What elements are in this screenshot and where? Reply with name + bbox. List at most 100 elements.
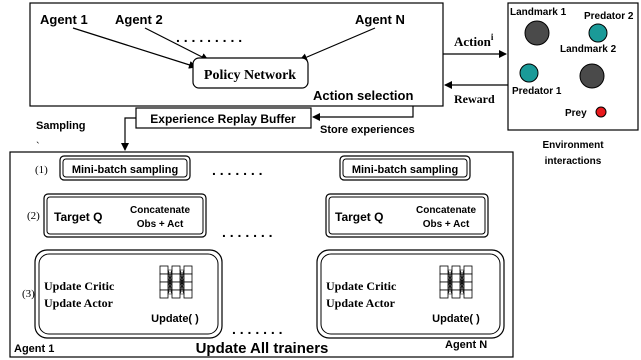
prey-label: Prey <box>565 108 587 119</box>
concat-left-line2: Obs + Act <box>137 219 184 230</box>
nn-edge <box>447 269 453 279</box>
nn-edge <box>447 269 453 295</box>
nn-edge <box>179 277 185 295</box>
nn-node <box>159 273 169 283</box>
nn-node <box>159 281 169 291</box>
target-q-box-right-inner <box>328 196 486 235</box>
step-3-marker: (3) <box>22 288 35 300</box>
nn-node <box>463 289 473 299</box>
landmark-2-label: Landmark 2 <box>560 44 617 55</box>
nn-edge <box>459 285 465 295</box>
nn-edge <box>459 269 465 295</box>
nn-node <box>439 281 449 291</box>
reward-label: Reward <box>454 92 495 106</box>
update-fn-right: Update( ) <box>432 313 480 325</box>
update-actor-right: Update Actor <box>326 296 396 310</box>
environment-caption-line2: interactions <box>545 156 602 167</box>
nn-node <box>451 289 461 299</box>
nn-node <box>183 265 193 275</box>
nn-node <box>463 281 473 291</box>
neural-network-icon <box>439 265 473 299</box>
policy-network-box <box>192 57 309 89</box>
environment-box <box>507 2 639 131</box>
nn-node <box>183 289 193 299</box>
concat-right-line2: Obs + Act <box>423 219 470 230</box>
minibatch-box-left-inner <box>62 158 188 178</box>
action-selection-label: Action selection <box>313 88 413 103</box>
target-q-right-label: Target Q <box>335 210 383 224</box>
nn-node <box>159 289 169 299</box>
sampling-label: Sampling <box>36 120 86 132</box>
environment-caption-line1: Environment <box>542 140 604 151</box>
update-critic-right: Update Critic <box>326 279 397 293</box>
update-critic-left: Update Critic <box>44 279 115 293</box>
concat-left-line1: Concatenate <box>130 205 190 216</box>
nn-edge <box>167 269 173 295</box>
target-q-box-left-inner <box>46 196 204 235</box>
agent-1-arrow <box>72 27 197 69</box>
predator-2-label: Predator 2 <box>584 11 634 22</box>
nn-node <box>171 265 181 275</box>
agents-ellipsis: . . . . . . . . . <box>176 29 242 45</box>
neural-network-icon <box>159 265 193 299</box>
update-box-right-outer <box>316 249 505 339</box>
nn-node <box>439 273 449 283</box>
nn-node <box>183 273 193 283</box>
sampling-tick: ` <box>36 141 40 153</box>
nn-edge <box>167 277 173 295</box>
update-fn-left: Update( ) <box>151 313 199 325</box>
nn-node <box>159 265 169 275</box>
minibatch-left-label: Mini-batch sampling <box>72 164 178 176</box>
update-box-left-outer <box>34 249 223 339</box>
minibatch-box-left-outer <box>59 155 191 181</box>
target-q-box-right-outer <box>325 193 489 238</box>
update-actor-left: Update Actor <box>44 296 114 310</box>
predator-2-marker <box>588 23 608 43</box>
agent-n-footer: Agent N <box>445 339 487 351</box>
nn-node <box>463 273 473 283</box>
update-all-trainers-label: Update All trainers <box>196 340 329 357</box>
agent-n-label: Agent N <box>355 12 405 27</box>
nn-edge <box>447 277 453 295</box>
nn-edge <box>167 269 173 279</box>
step-1-marker: (1) <box>35 164 48 176</box>
nn-edge <box>459 269 465 279</box>
nn-node <box>451 273 461 283</box>
nn-node <box>171 289 181 299</box>
store-experiences-label: Store experiences <box>320 124 415 136</box>
nn-node <box>439 265 449 275</box>
agent-1-label: Agent 1 <box>40 12 88 27</box>
trainers-box <box>9 151 514 358</box>
row1-dots: . . . . . . . <box>212 162 263 178</box>
landmark-1-label: Landmark 1 <box>510 7 567 18</box>
minibatch-box-right-inner <box>342 158 468 178</box>
action-label: Actioni <box>454 32 494 49</box>
nn-node <box>451 281 461 291</box>
update-box-right-inner <box>320 253 501 335</box>
agent-n-arrow <box>299 27 376 61</box>
landmark-2-marker <box>579 63 605 89</box>
nn-edge <box>167 285 173 295</box>
target-q-box-left-outer <box>43 193 207 238</box>
landmark-1-marker <box>524 20 550 46</box>
nn-node <box>183 281 193 291</box>
update-box-left-inner <box>38 253 219 335</box>
minibatch-box-right-outer <box>339 155 471 181</box>
row2-dots: . . . . . . . <box>222 224 273 240</box>
nn-node <box>463 265 473 275</box>
nn-edge <box>179 269 185 295</box>
sampling-arrow <box>121 117 136 151</box>
prey-marker <box>595 106 607 118</box>
nn-edge <box>447 285 453 295</box>
concat-right-line1: Concatenate <box>416 205 476 216</box>
predator-1-marker <box>519 63 539 83</box>
nn-node <box>451 265 461 275</box>
minibatch-right-label: Mini-batch sampling <box>352 164 458 176</box>
step-2-marker: (2) <box>27 210 40 222</box>
nn-edge <box>459 277 465 295</box>
nn-node <box>171 273 181 283</box>
target-q-left-label: Target Q <box>54 210 102 224</box>
store-experiences-arrow <box>312 106 414 121</box>
policy-network-label: Policy Network <box>204 68 296 83</box>
nn-node <box>439 289 449 299</box>
